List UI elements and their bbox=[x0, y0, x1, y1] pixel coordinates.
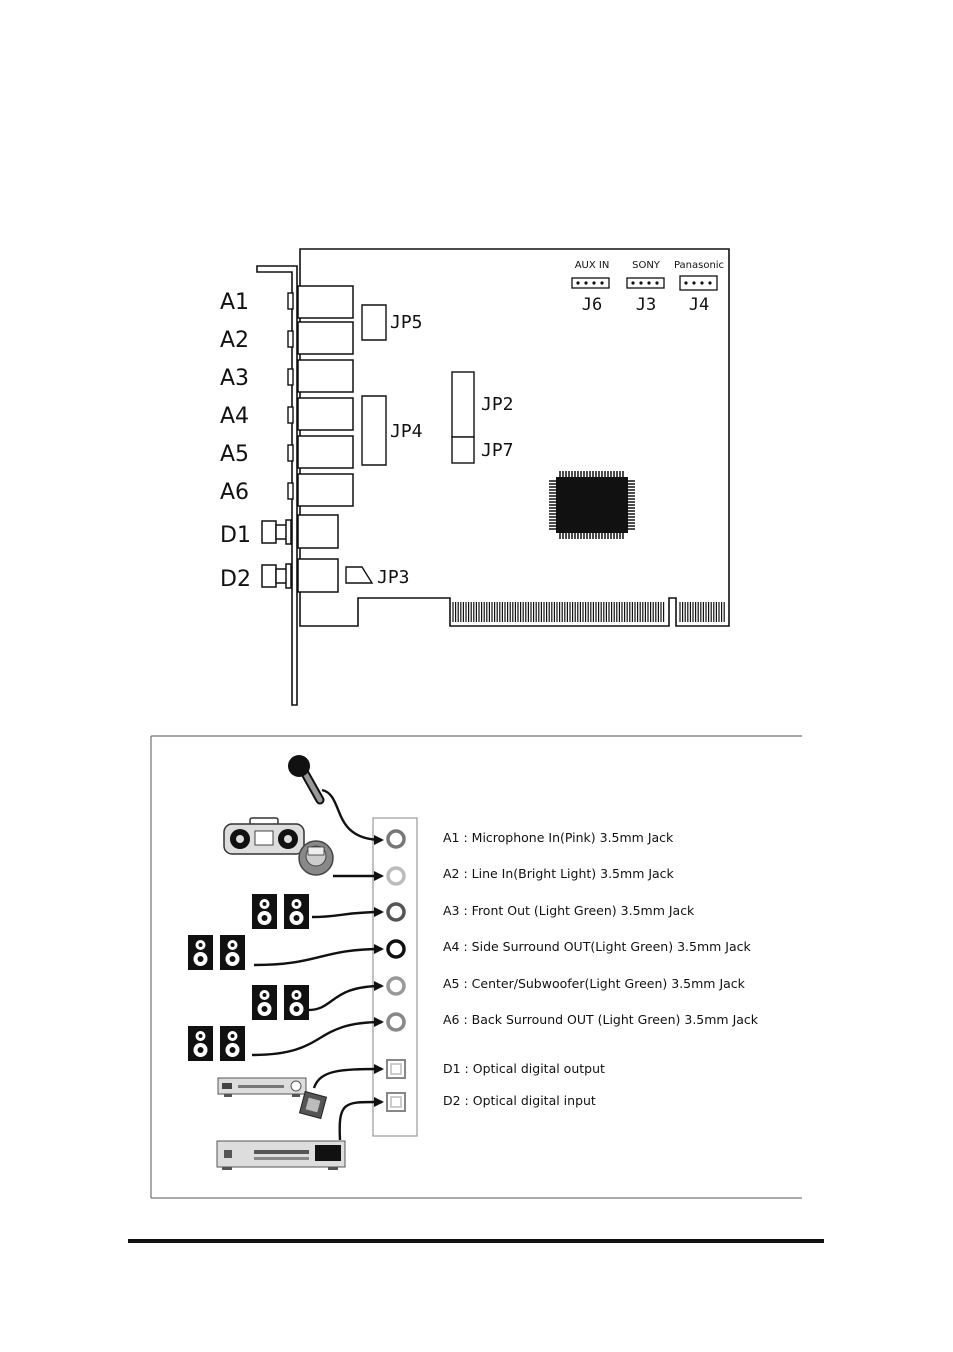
jack-d1 bbox=[297, 514, 339, 549]
label-a1: A1 bbox=[220, 290, 249, 315]
speaker-pair-side-icon bbox=[188, 935, 245, 970]
label-j6: J6 bbox=[582, 295, 602, 315]
label-jp4: JP4 bbox=[390, 421, 423, 442]
jumper-jp3 bbox=[345, 566, 374, 584]
jumper-jp5 bbox=[361, 304, 387, 341]
label-j3: J3 bbox=[636, 295, 656, 315]
microphone-icon bbox=[288, 755, 325, 805]
legend-a6: A6 : Back Surround OUT (Light Green) 3.5… bbox=[443, 1012, 759, 1027]
legend-a1: A1 : Microphone In(Pink) 3.5mm Jack bbox=[443, 830, 674, 845]
label-panasonic: Panasonic bbox=[674, 260, 724, 271]
pcb-outline bbox=[299, 248, 730, 627]
speaker-pair-front-icon bbox=[252, 894, 309, 929]
legend-a4: A4 : Side Surround OUT(Light Green) 3.5m… bbox=[443, 939, 752, 954]
label-jp3: JP3 bbox=[377, 567, 410, 588]
audio-chip-icon bbox=[549, 471, 635, 539]
cables bbox=[251, 788, 384, 1141]
panel-frame bbox=[150, 735, 802, 1199]
label-jp7: JP7 bbox=[481, 440, 514, 461]
label-sony: SONY bbox=[632, 260, 661, 271]
label-a6: A6 bbox=[220, 480, 249, 505]
label-a2: A2 bbox=[220, 328, 249, 353]
legend-a2: A2 : Line In(Bright Light) 3.5mm Jack bbox=[443, 866, 675, 881]
jack-a1 bbox=[297, 285, 354, 319]
bracket-jack-tabs bbox=[287, 292, 294, 500]
pci-edge-connector bbox=[452, 602, 725, 622]
jumper-jp2 bbox=[451, 371, 475, 438]
jack-a2 bbox=[297, 321, 354, 355]
optical-port-d1 bbox=[261, 520, 277, 544]
speaker-pair-back-icon bbox=[188, 1026, 245, 1061]
receiver-output-icon bbox=[217, 1077, 307, 1097]
optical-plug-icon bbox=[298, 1090, 328, 1120]
receiver-input-icon bbox=[216, 1140, 346, 1170]
label-a3: A3 bbox=[220, 366, 249, 391]
label-d2: D2 bbox=[220, 567, 251, 592]
header-j6 bbox=[571, 277, 610, 289]
jack-a3 bbox=[297, 359, 354, 393]
cd-player-icon bbox=[298, 840, 334, 876]
legend-a3: A3 : Front Out (Light Green) 3.5mm Jack bbox=[443, 903, 695, 918]
legend-a5: A5 : Center/Subwoofer(Light Green) 3.5mm… bbox=[443, 976, 746, 991]
label-jp2: JP2 bbox=[481, 394, 514, 415]
optical-port-d2 bbox=[261, 564, 277, 588]
jack-a5 bbox=[297, 435, 354, 469]
mounting-bracket bbox=[256, 265, 298, 706]
label-jp5: JP5 bbox=[390, 312, 423, 333]
header-j4 bbox=[679, 275, 718, 291]
label-j4: J4 bbox=[689, 295, 709, 315]
boombox-icon bbox=[223, 817, 305, 855]
jack-strip bbox=[372, 817, 418, 1137]
label-a4: A4 bbox=[220, 404, 249, 429]
label-d1: D1 bbox=[220, 523, 251, 548]
header-j3 bbox=[626, 277, 665, 289]
legend-d2: D2 : Optical digital input bbox=[443, 1093, 596, 1108]
jack-a4 bbox=[297, 397, 354, 431]
label-aux-in: AUX IN bbox=[575, 260, 610, 271]
jumper-jp7 bbox=[451, 436, 475, 464]
speaker-pair-center-icon bbox=[252, 985, 309, 1020]
footer-rule bbox=[128, 1239, 824, 1243]
jack-d2 bbox=[297, 558, 339, 593]
jumper-jp4 bbox=[361, 395, 387, 466]
strip-jacks bbox=[386, 829, 406, 1112]
legend-d1: D1 : Optical digital output bbox=[443, 1061, 605, 1076]
label-a5: A5 bbox=[220, 442, 249, 467]
jack-a6 bbox=[297, 473, 354, 507]
sound-card-board-diagram: A1 A2 A3 A4 A5 A6 D1 D2 JP5 JP4 JP2 JP7 … bbox=[220, 248, 730, 706]
